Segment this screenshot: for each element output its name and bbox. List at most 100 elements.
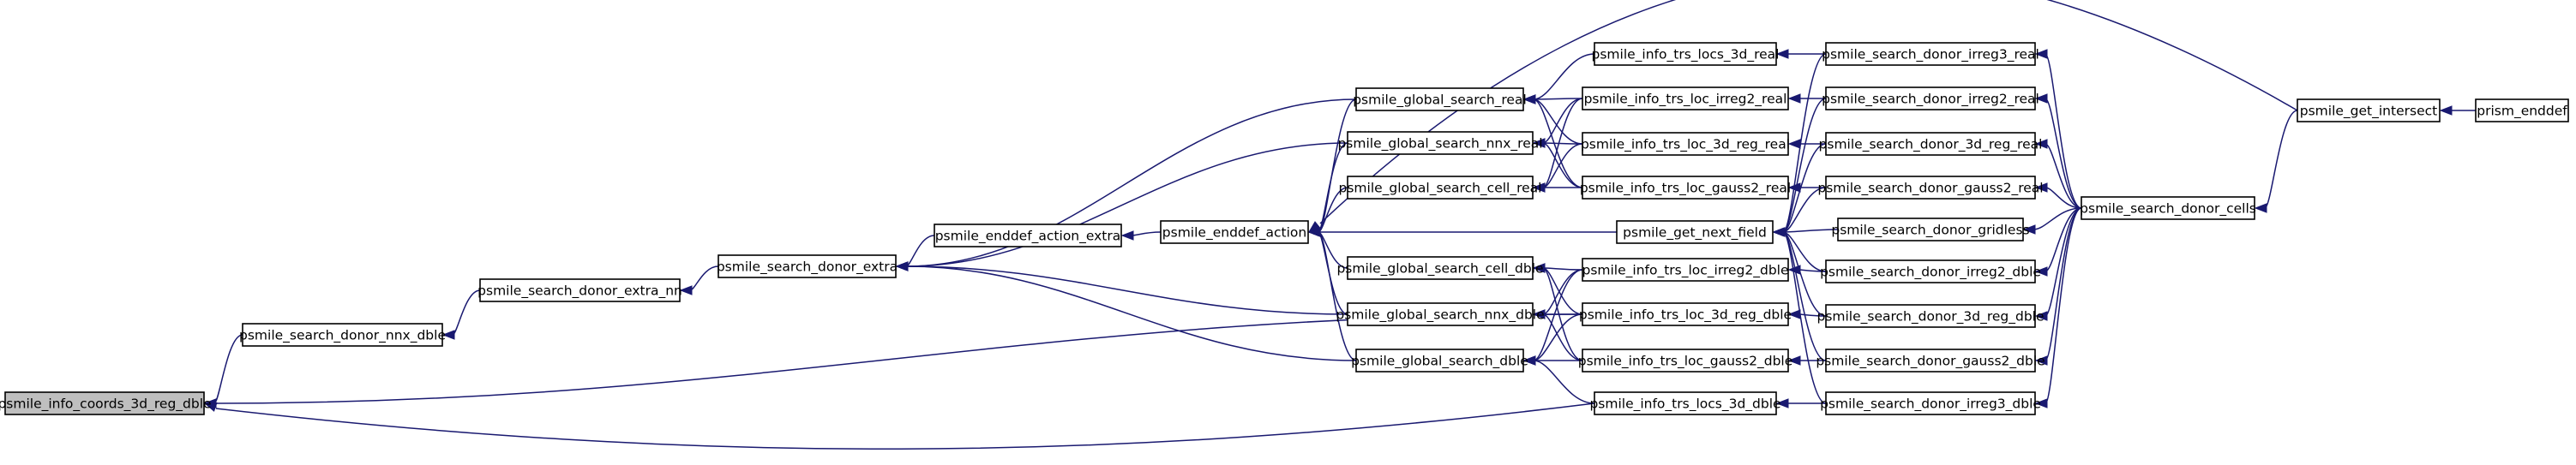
node-psmile-search-donor-irreg2-real[interactable]: psmile_search_donor_irreg2_real: [1822, 86, 2039, 110]
node-psmile-search-donor-cells[interactable]: psmile_search_donor_cells: [2080, 196, 2256, 220]
node-psmile-info-trs-locs-3d-real[interactable]: psmile_info_trs_locs_3d_real: [1592, 42, 1780, 66]
node-psmile-info-coords-3d-reg-dble[interactable]: psmile_info_coords_3d_reg_dble: [0, 391, 212, 415]
edge-psmile-search-donor-cells-to-psmile-search-donor-gauss2-dble: [2034, 207, 2082, 366]
edge-arrowhead: [679, 285, 693, 295]
node-psmile-search-donor-3d-reg-real[interactable]: psmile_search_donor_3d_reg_real: [1819, 132, 2043, 156]
node-label: psmile_global_search_cell_real: [1339, 181, 1542, 197]
edge-line: [905, 265, 1357, 361]
node-label: psmile_info_trs_loc_gauss2_dble: [1578, 354, 1793, 370]
node-box: [1355, 87, 1524, 111]
node-psmile-enddef-action-extra[interactable]: psmile_enddef_action_extra: [934, 224, 1122, 247]
node-box: [1825, 86, 2036, 110]
node-box: [1582, 86, 1789, 110]
node-psmile-global-search-dble[interactable]: psmile_global_search_dble: [1351, 349, 1528, 373]
edge-arrowhead: [895, 261, 909, 271]
node-psmile-search-donor-gauss2-dble[interactable]: psmile_search_donor_gauss2_dble: [1816, 349, 2045, 373]
node-psmile-search-donor-gauss2-real[interactable]: psmile_search_donor_gauss2_real: [1817, 176, 2044, 200]
edge-line: [1318, 231, 1357, 361]
edge-line: [1542, 98, 1583, 144]
edge-arrowhead: [2034, 93, 2048, 104]
node-box: [1582, 176, 1789, 200]
node-box: [1582, 349, 1789, 373]
node-psmile-search-donor-3d-reg-dble[interactable]: psmile_search_donor_3d_reg_dble: [1816, 304, 2045, 328]
node-psmile-enddef-action[interactable]: psmile_enddef_action: [1160, 220, 1309, 244]
node-psmile-search-donor-irreg3-real[interactable]: psmile_search_donor_irreg3_real: [1822, 42, 2039, 66]
edge-arrowhead: [1532, 263, 1546, 273]
edge-line: [1131, 231, 1162, 236]
edge-line: [2045, 143, 2082, 209]
edge-line: [1782, 231, 1827, 404]
node-psmile-global-search-cell-real[interactable]: psmile_global_search_cell_real: [1339, 176, 1542, 200]
node-box: [1616, 220, 1774, 244]
node-psmile-search-donor-gridless[interactable]: psmile_search_donor_gridless: [1831, 218, 2030, 241]
node-psmile-global-search-nnx-real[interactable]: psmile_global_search_nnx_real: [1337, 131, 1543, 155]
edge-line: [1782, 98, 1827, 233]
node-psmile-search-donor-nnx-dble[interactable]: psmile_search_donor_nnx_dble: [239, 323, 446, 347]
node-psmile-search-donor-irreg2-dble[interactable]: psmile_search_donor_irreg2_dble: [1820, 259, 2041, 283]
node-psmile-global-search-nnx-dble[interactable]: psmile_global_search_nnx_dble: [1336, 302, 1545, 326]
node-psmile-get-next-field[interactable]: psmile_get_next_field: [1616, 220, 1774, 244]
edge-psmile-search-donor-irreg2-real-to-psmile-get-next-field: [1772, 98, 1827, 237]
node-psmile-search-donor-irreg3-dble[interactable]: psmile_search_donor_irreg3_dble: [1820, 391, 2041, 415]
node-box: [1347, 256, 1534, 280]
node-psmile-search-donor-extra[interactable]: psmile_search_donor_extra: [717, 254, 898, 278]
node-psmile-info-trs-loc-irreg2-dble[interactable]: psmile_info_trs_loc_irreg2_dble: [1582, 258, 1789, 282]
node-psmile-get-intersect[interactable]: psmile_get_intersect: [2297, 98, 2441, 122]
node-label: psmile_search_donor_gauss2_dble: [1816, 354, 2045, 370]
edge-line: [1782, 231, 1827, 272]
edge-line: [2045, 98, 2082, 209]
edge-arrowhead: [1772, 227, 1786, 237]
edge-line: [1533, 313, 1583, 361]
edge-arrowhead: [2022, 224, 2036, 235]
edge-arrowhead: [1522, 355, 1536, 366]
node-box: [1825, 304, 2036, 328]
edge-arrowhead: [2034, 311, 2048, 321]
node-box: [1825, 391, 2036, 415]
edge-line: [2045, 207, 2082, 272]
edge-arrowhead: [1787, 355, 1801, 366]
node-psmile-info-trs-loc-3d-reg-real[interactable]: psmile_info_trs_loc_3d_reg_real: [1581, 132, 1790, 156]
edge-line: [905, 142, 1348, 267]
node-label: psmile_search_donor_irreg3_real: [1822, 47, 2039, 63]
edge-line: [2045, 53, 2082, 209]
node-box: [1347, 302, 1534, 326]
edge-line: [1782, 229, 1839, 233]
node-box: [1347, 176, 1534, 200]
node-psmile-info-trs-loc-irreg2-real[interactable]: psmile_info_trs_loc_irreg2_real: [1582, 86, 1789, 110]
edge-arrowhead: [1532, 138, 1546, 148]
edge-line: [1782, 187, 1827, 233]
node-box: [2081, 196, 2255, 220]
node-box: [1160, 220, 1309, 244]
edge-psmile-search-donor-extra-to-psmile-search-donor-extra-nn: [679, 265, 719, 295]
node-psmile-info-trs-loc-gauss2-dble[interactable]: psmile_info_trs_loc_gauss2_dble: [1578, 349, 1793, 373]
node-label: psmile_info_trs_loc_irreg2_dble: [1582, 263, 1788, 279]
edge-psmile-info-trs-locs-3d-dble-to-psmile-global-search-dble: [1522, 355, 1595, 404]
node-box: [1825, 42, 2036, 66]
edge-line: [1533, 360, 1595, 404]
edge-line: [905, 235, 935, 267]
edge-line: [1542, 313, 1583, 361]
node-psmile-global-search-cell-dble[interactable]: psmile_global_search_cell_dble: [1336, 256, 1544, 280]
node-psmile-info-trs-loc-3d-reg-dble[interactable]: psmile_info_trs_loc_3d_reg_dble: [1579, 302, 1792, 326]
edge-arrowhead: [1307, 227, 1321, 237]
node-box: [1582, 258, 1789, 282]
node-prism-enddef[interactable]: prism_enddef: [2475, 98, 2569, 122]
node-box: [1594, 391, 1777, 415]
edge-line: [2045, 207, 2082, 361]
edge-line: [905, 98, 1357, 267]
edge-psmile-global-search-dble-to-psmile-enddef-action: [1307, 227, 1357, 361]
node-label: psmile_get_intersect: [2300, 104, 2437, 120]
edge-arrowhead: [2034, 398, 2048, 408]
node-box: [4, 391, 205, 415]
edge-psmile-get-intersect-to-psmile-search-donor-cells: [2254, 110, 2298, 213]
node-psmile-global-search-real[interactable]: psmile_global_search_real: [1353, 87, 1527, 111]
edge-arrowhead: [2034, 266, 2048, 277]
node-label: psmile_search_donor_irreg3_dble: [1820, 396, 2041, 413]
edge-psmile-global-search-real-to-psmile-enddef-action: [1307, 98, 1357, 237]
node-psmile-info-trs-loc-gauss2-real[interactable]: psmile_info_trs_loc_gauss2_real: [1580, 176, 1791, 200]
node-psmile-info-trs-locs-3d-dble[interactable]: psmile_info_trs_locs_3d_dble: [1589, 391, 1781, 415]
edge-psmile-search-donor-cells-to-psmile-search-donor-irreg3-real: [2034, 49, 2082, 209]
node-label: psmile_search_donor_extra_nn: [477, 283, 682, 300]
node-psmile-search-donor-extra-nn[interactable]: psmile_search_donor_extra_nn: [477, 278, 682, 302]
